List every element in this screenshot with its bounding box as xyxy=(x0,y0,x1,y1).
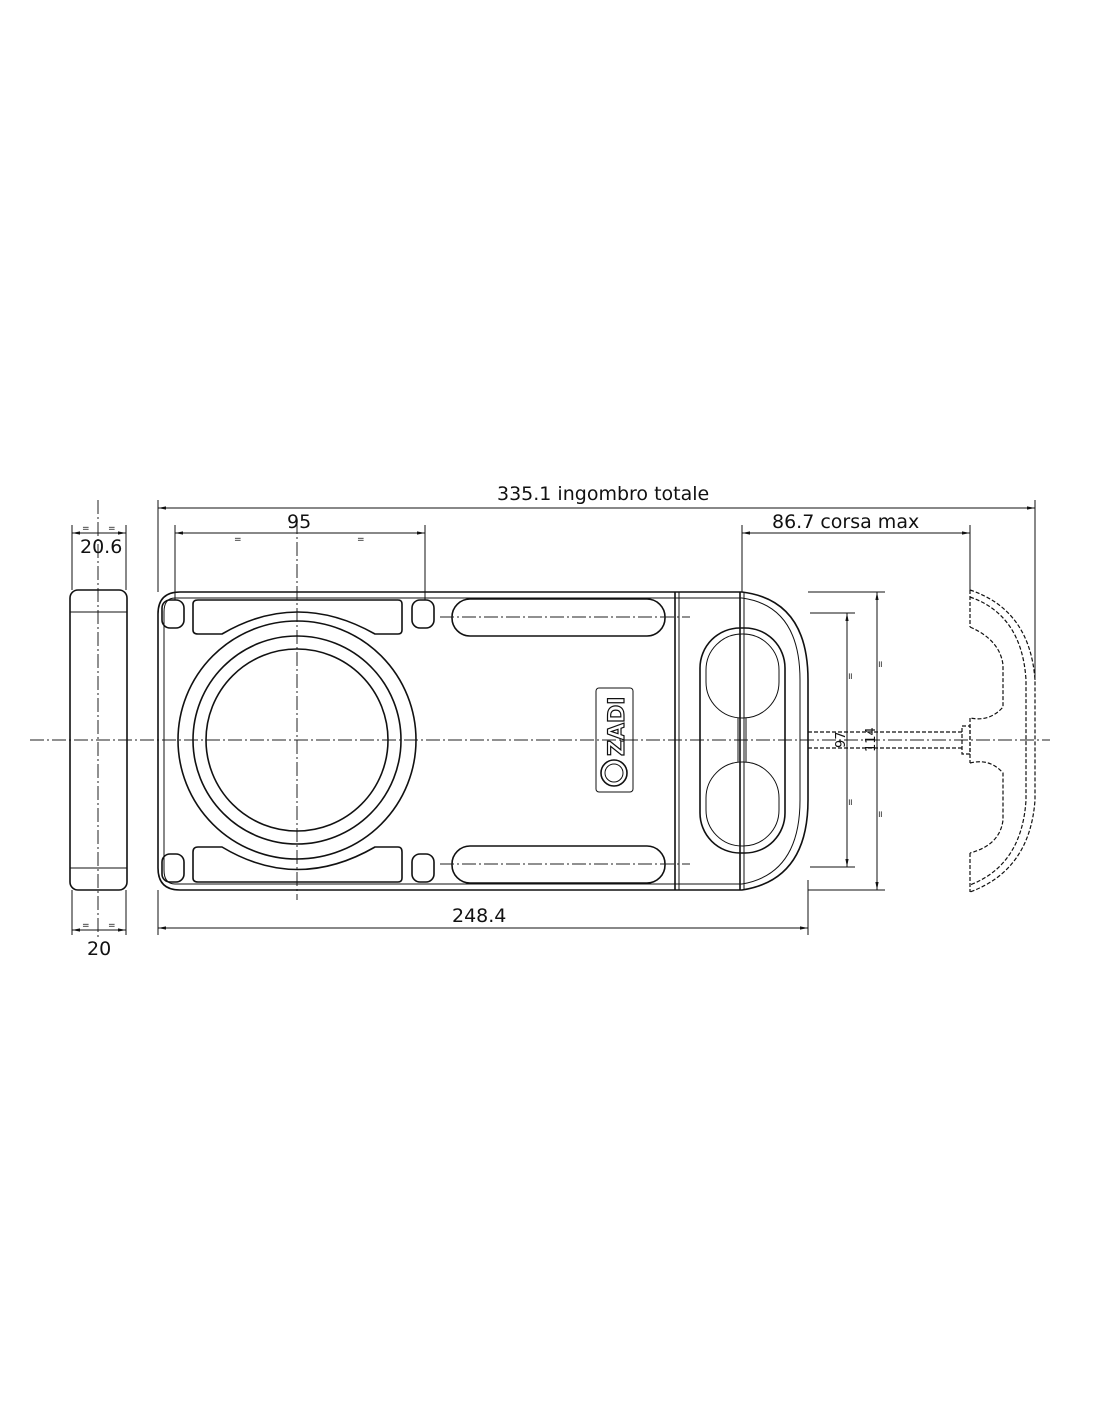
bolt-pockets xyxy=(699,627,786,854)
equal-mark: = xyxy=(357,535,365,545)
slots xyxy=(192,598,690,884)
equal-mark: = xyxy=(846,672,856,680)
equal-mark: = xyxy=(876,810,886,818)
equal-mark: = xyxy=(82,921,90,931)
dimension-side-bottom: 20 xyxy=(87,938,111,960)
side-view xyxy=(69,525,128,935)
cylinder-rings xyxy=(177,620,417,860)
equal-mark: = xyxy=(82,524,90,534)
fixing-holes xyxy=(161,599,435,883)
extended-bolt-phantom xyxy=(808,589,1036,893)
equal-mark: = xyxy=(108,921,116,931)
equal-mark: = xyxy=(846,798,856,806)
equal-mark: = xyxy=(108,524,116,534)
dimension-inner-height: 97 xyxy=(834,731,849,748)
equal-mark: = xyxy=(234,535,242,545)
lock-body xyxy=(157,591,809,891)
brand-logo: ZADI xyxy=(605,697,630,756)
dimension-body-length: 248.4 xyxy=(452,905,506,927)
dimension-outer-height: 114 xyxy=(864,727,879,752)
dimension-side-top: 20.6 xyxy=(80,536,122,558)
dimension-overall-length: 335.1 ingombro totale xyxy=(497,483,709,505)
equal-mark: = xyxy=(876,660,886,668)
brand-logo-plate: ZADI xyxy=(595,687,634,793)
dimension-lines xyxy=(157,500,1036,935)
dimension-max-stroke: 86.7 corsa max xyxy=(772,511,919,533)
dimension-hole-spacing: 95 xyxy=(287,511,311,533)
